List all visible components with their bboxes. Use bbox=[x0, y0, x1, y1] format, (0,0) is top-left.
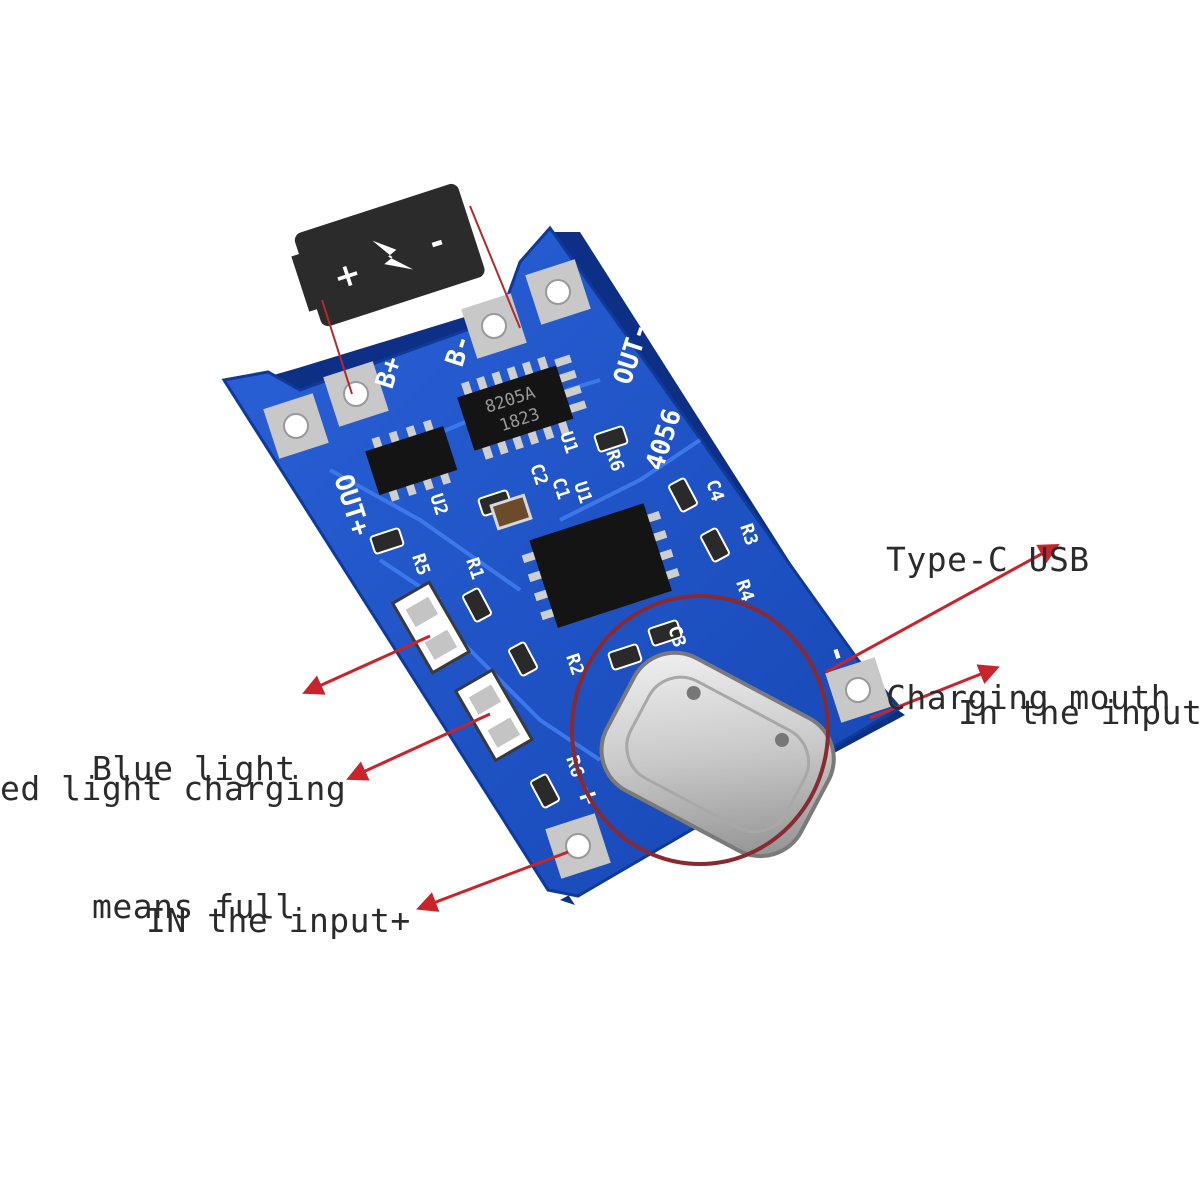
pad-in-plus bbox=[545, 813, 611, 879]
pad-out-minus bbox=[525, 259, 591, 325]
pad-in-minus bbox=[825, 657, 891, 723]
callout-type-c-line2: Charging mouth bbox=[886, 678, 1172, 717]
arrow-red-light bbox=[346, 712, 491, 781]
usb-c-highlight-circle bbox=[570, 594, 830, 866]
callout-blue-light: Blue light means full bbox=[92, 654, 296, 976]
callout-blue-light-line1: Blue light bbox=[92, 749, 296, 788]
battery-icon: + - bbox=[291, 183, 485, 327]
lightning-bolt-icon bbox=[372, 240, 414, 270]
arrow-in-minus bbox=[869, 664, 1000, 720]
red-led bbox=[453, 668, 535, 763]
capacitor-c2 bbox=[489, 493, 533, 531]
callout-type-c: Type-C USB Charging mouth bbox=[886, 445, 1171, 767]
chip-u2 bbox=[365, 419, 458, 502]
battery-plus-lead bbox=[321, 299, 353, 395]
chip-8205a: 8205A 1823 bbox=[457, 354, 587, 460]
arrow-in-plus bbox=[416, 850, 569, 912]
callout-in-plus: IN the input+ bbox=[146, 901, 411, 940]
blue-led bbox=[390, 580, 472, 675]
pad-b-minus bbox=[461, 293, 527, 359]
solder-pads bbox=[263, 259, 891, 879]
usb-c-connector bbox=[599, 650, 836, 859]
arrow-type-c bbox=[825, 543, 1060, 674]
callout-arrows bbox=[302, 543, 1060, 912]
callout-blue-light-line2: means full bbox=[92, 887, 296, 926]
pad-out-plus-top bbox=[263, 393, 329, 459]
arrow-blue-light bbox=[302, 634, 431, 695]
battery-minus-lead bbox=[469, 205, 521, 329]
chip-u1-tp4056 bbox=[521, 503, 680, 628]
callout-red-light: ed light charging bbox=[0, 769, 347, 808]
callout-type-c-line1: Type-C USB bbox=[886, 540, 1090, 579]
callout-in-minus: In the input- bbox=[958, 693, 1200, 732]
